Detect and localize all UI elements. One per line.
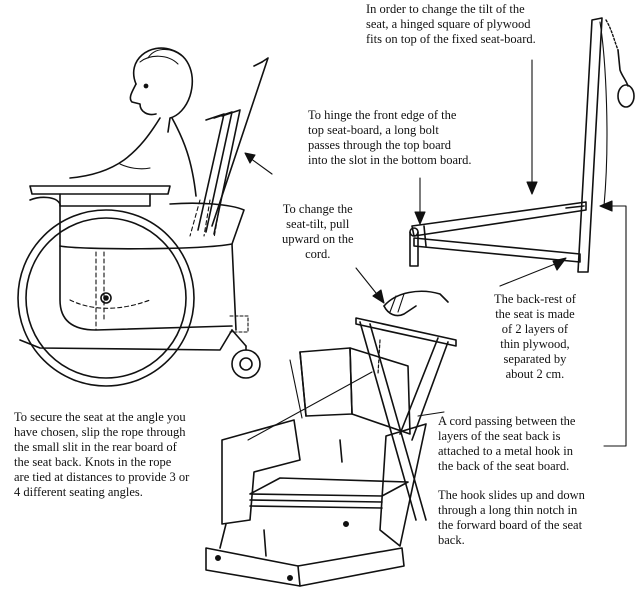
annotation-hinge-front-edge: To hinge the front edge of the top seat-… [308, 108, 472, 167]
arrowhead [552, 257, 567, 271]
arrowhead [414, 211, 426, 225]
arrowhead [244, 152, 256, 164]
annotation-secure-seat: To secure the seat at the angle you have… [14, 410, 190, 499]
wheelchair-child-drawing [17, 47, 269, 387]
leader-arrows [244, 59, 627, 447]
annotation-cord-passing: A cord passing between the layers of the… [438, 414, 576, 473]
annotation-hook-slides: The hook slides up and down through a lo… [438, 488, 585, 547]
arrowhead [372, 289, 385, 304]
annotation-back-rest: The back-rest of the seat is made of 2 l… [494, 292, 576, 381]
arrowhead [599, 200, 613, 212]
hinged-seat-side-drawing [409, 17, 635, 273]
annotation-change-tilt: To change the seat-tilt, pull upward on … [282, 202, 354, 261]
arrowhead [526, 181, 538, 195]
seat-perspective-drawing [205, 290, 457, 587]
annotation-hinged-square: In order to change the tilt of the seat,… [366, 2, 536, 46]
